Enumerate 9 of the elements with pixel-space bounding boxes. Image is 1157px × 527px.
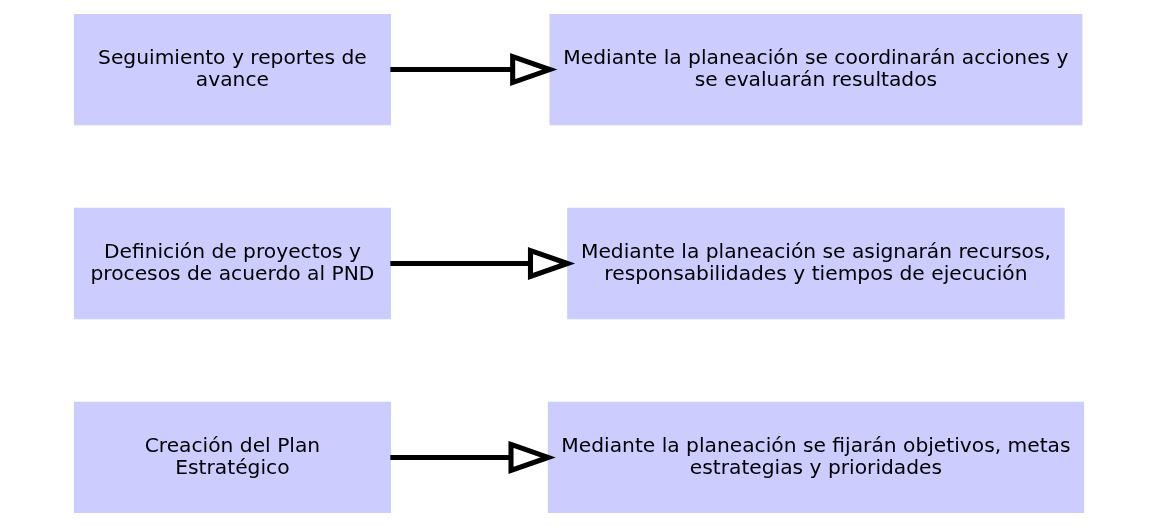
node-box: Creación del Plan Estratégico bbox=[73, 401, 391, 514]
node-box: Seguimiento y reportes de avance bbox=[73, 13, 391, 126]
arrow bbox=[389, 440, 556, 474]
arrow bbox=[389, 53, 557, 87]
node-box: Mediante la planeación se coordinarán acciones y se evaluarán resultados bbox=[549, 13, 1082, 126]
arrow bbox=[389, 246, 575, 281]
node-box: Mediante la planeación se asignarán recursos, responsabilidades y tiempos de ejecución bbox=[566, 207, 1065, 320]
node-box: Mediante la planeación se fijarán objetivos, metas estrategias y prioridades bbox=[547, 401, 1084, 514]
node-box: Definición de proyectos y procesos de acuerdo al PND bbox=[73, 207, 391, 320]
